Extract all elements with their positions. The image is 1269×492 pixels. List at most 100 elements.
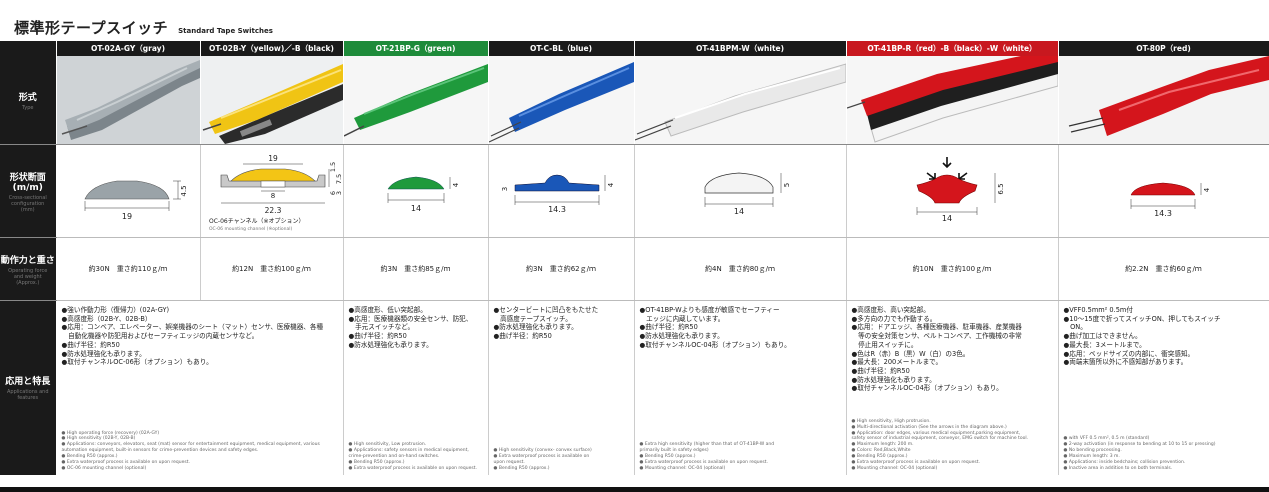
list-item: ●センタービートに凹凸をもたせた bbox=[493, 306, 599, 314]
list-item: ● Maximum length: 200 m. bbox=[851, 442, 914, 448]
list-item: ● Extra waterproof process is available … bbox=[851, 459, 980, 465]
channel-label-en: OC-06 mounting channel (※optional) bbox=[209, 226, 292, 232]
list-item: ● High operating force (recovery) (02A-G… bbox=[61, 430, 160, 436]
bottom-rule bbox=[0, 487, 1269, 492]
list-item: ●高感度形、低い突起部。 bbox=[348, 306, 427, 314]
list-item: 手元スイッチなど。 bbox=[348, 323, 415, 332]
dim-width: 14.3 bbox=[1154, 209, 1172, 218]
dim-width: 19 bbox=[268, 154, 278, 163]
dim-height: 5 bbox=[783, 183, 791, 187]
list-item: ● Inactive area in addition to on both t… bbox=[1063, 465, 1173, 471]
row-label-jp: 応用と特長 bbox=[5, 377, 51, 388]
section-diagram-41bpm: 14 5 bbox=[704, 172, 791, 216]
list-item: ●応用：ドアエッジ、各種医療機器、駐車機器、産業機器 bbox=[851, 323, 1022, 332]
dim-top: 1.5 bbox=[329, 162, 337, 172]
list-item: ● OC-06 mounting channel (optional) bbox=[61, 465, 147, 471]
features-41bpm: ●OT-41BP-Wよりも感度が敏感でセーフティー エッジに内蔵しています。●曲… bbox=[634, 300, 847, 475]
features-41bp: ●高感度形、高い突起部。●多方向の力でも作動する。●応用：ドアエッジ、各種医療機… bbox=[846, 300, 1059, 475]
list-item: ●OT-41BP-Wよりも感度が敏感でセーフティー bbox=[639, 306, 780, 314]
list-item: ● Mounting channel: OC-04 (optional) bbox=[639, 465, 726, 471]
section-diagram-80p: 14.3 4 bbox=[1130, 182, 1211, 218]
list-item: ● Extra waterproof process is available … bbox=[639, 459, 768, 465]
list-item: ●取付チャンネルOC-04形（オプション）もあり。 bbox=[851, 384, 1003, 393]
page-title: 標準形テープスイッチ bbox=[14, 19, 169, 37]
dim-width: 14 bbox=[410, 204, 420, 213]
list-item: 等の安全対策センサ、ベルトコンベア、工作機械の非常 bbox=[851, 332, 1022, 341]
list-item: ● High sensitivity (convex- convex surfa… bbox=[493, 448, 592, 454]
force-21bp: 約3N 重さ約85ｇ/ｍ bbox=[343, 237, 489, 301]
features-en-list: ● High sensitivity (convex- convex surfa… bbox=[494, 448, 631, 471]
list-item: crime-prevention and on-hand switches. bbox=[348, 453, 440, 459]
list-item: ● Maximum length: 3 m. bbox=[1063, 453, 1120, 459]
page-title-bar: 標準形テープスイッチ Standard Tape Switches bbox=[14, 17, 273, 39]
col-header-41bp: OT-41BP-R（red）-B（black）-W（white） bbox=[846, 41, 1059, 56]
type-row: 形式 Type bbox=[0, 56, 1269, 145]
force-row: 動作力と重さ Operating force and weight (Appro… bbox=[0, 237, 1269, 301]
dim-height: 4.5 bbox=[180, 185, 188, 196]
dim-flange: 3 bbox=[501, 187, 509, 191]
list-item: 停止用スイッチに。 bbox=[851, 340, 918, 349]
features-02a-02b: ●強い作動力形（復帰力）(02A-GY)●高感度形（02B-Y、02B-B）●応… bbox=[56, 300, 344, 475]
section-41bp: 14 6.5 bbox=[846, 144, 1059, 238]
section-21bp: 14 4 bbox=[343, 144, 489, 238]
list-item: ● Mounting channel: OC-04 (optional) bbox=[851, 465, 938, 471]
dim-height: 4 bbox=[607, 182, 615, 187]
col-header-c-bl: OT-C-BL（blue) bbox=[488, 41, 635, 56]
section-02b: 19 8 22.3 1.5 7.5 6 3 OC-06チャンネル（※オプション）… bbox=[200, 144, 344, 238]
product-photo-02a bbox=[56, 56, 201, 145]
section-diagram-02a: 19 4.5 bbox=[84, 180, 188, 221]
row-label-section: 形状断面 (m/m) Cross-sectional configuration… bbox=[0, 144, 57, 238]
list-item: ●色はR（赤）B（黒）W（白）の3色。 bbox=[851, 349, 970, 358]
dim-width: 14 bbox=[733, 207, 743, 216]
list-item: ● Applications: inside bedchains; collis… bbox=[1063, 459, 1186, 465]
list-item: ●両端末箇所以外に不感知部があります。 bbox=[1063, 358, 1188, 367]
dim-width: 14 bbox=[941, 214, 951, 223]
list-item: ●曲げ半径：約R50 bbox=[851, 366, 910, 375]
list-item: ● with VFF 0.5 mm², 0.5 m (standard) bbox=[1063, 436, 1150, 442]
list-item: ● Extra waterproof process is available … bbox=[348, 465, 477, 471]
list-item: ● Bending R50 (approx.) bbox=[493, 465, 550, 471]
list-item: 高感度テープスイッチ。 bbox=[493, 314, 572, 323]
col-header-02a: OT-02A-GY（gray) bbox=[56, 41, 201, 56]
product-photo-41bp bbox=[846, 56, 1059, 145]
section-diagram-41bp: 14 6.5 bbox=[916, 157, 1005, 223]
list-item: エッジに内蔵しています。 bbox=[639, 314, 725, 323]
section-diagram-02b: 19 8 22.3 1.5 7.5 6 3 OC-06チャンネル（※オプション）… bbox=[209, 154, 343, 232]
features-jp-list: ●強い作動力形（復帰力）(02A-GY)●高感度形（02B-Y、02B-B）●応… bbox=[62, 306, 339, 367]
product-photo-21bp bbox=[343, 56, 489, 145]
list-item: ●曲げ半径：約R50 bbox=[493, 332, 552, 341]
list-item: ● High sensitivity, Low protrusion. bbox=[348, 442, 427, 448]
dim-width: 19 bbox=[121, 212, 131, 221]
dim-channel-width: 22.3 bbox=[264, 206, 281, 215]
dim-height: 6.5 bbox=[997, 183, 1005, 194]
product-photo-c-bl bbox=[488, 56, 635, 145]
row-label-en: Type bbox=[22, 104, 34, 111]
list-item: ● 2-way activation (in response to bendi… bbox=[1063, 442, 1216, 448]
list-item: ●曲げ半径：約R50 bbox=[639, 323, 698, 332]
row-label-en: Applications and features bbox=[6, 389, 49, 402]
features-jp-list: ●VFF0.5mm² 0.5m付●10～15度で折ってスイッチON、押してもスイ… bbox=[1064, 306, 1265, 367]
dim-height: 4 bbox=[1203, 187, 1211, 192]
row-label-jp: 動作力と重さ bbox=[0, 255, 55, 266]
list-item: ●最大長：3メートルまで。 bbox=[1063, 340, 1146, 349]
list-item: ● Bending R50 (approx.) bbox=[348, 459, 405, 465]
features-en-list: ● with VFF 0.5 mm², 0.5 m (standard)● 2-… bbox=[1064, 436, 1266, 471]
channel-label: OC-06チャンネル（※オプション） bbox=[209, 218, 305, 225]
list-item: ●VFF0.5mm² 0.5m付 bbox=[1063, 306, 1133, 314]
row-label-en: Operating force and weight (Approx.) bbox=[8, 267, 48, 286]
list-item: ● Extra waterproof process is available … bbox=[61, 459, 190, 465]
force-c-bl: 約3N 重さ約62ｇ/ｍ bbox=[488, 237, 635, 301]
row-label-features: 応用と特長 Applications and features bbox=[0, 300, 57, 475]
product-photo-41bpm bbox=[634, 56, 847, 145]
list-item: 自動化機器や防犯用およびセーフティエッジの内蔵センサなど。 bbox=[61, 332, 259, 341]
col-header-41bpm: OT-41BPM-W（white) bbox=[634, 41, 847, 56]
list-item: ●高感度形、高い突起部。 bbox=[851, 306, 930, 314]
list-item: upon request. bbox=[493, 459, 525, 465]
list-item: ● Application: door edges, various medic… bbox=[851, 430, 1021, 436]
header-corner bbox=[0, 41, 57, 56]
dim-total: 7.5 bbox=[335, 174, 343, 184]
features-21bp: ●高感度形、低い突起部。●応用：医療機器類の安全センサ、防犯、 手元スイッチなど… bbox=[343, 300, 489, 475]
section-02a: 19 4.5 bbox=[56, 144, 201, 238]
list-item: ●防水処理強化も承ります。 bbox=[348, 340, 433, 349]
list-item: automation equipment, built-in sensors f… bbox=[61, 448, 259, 454]
